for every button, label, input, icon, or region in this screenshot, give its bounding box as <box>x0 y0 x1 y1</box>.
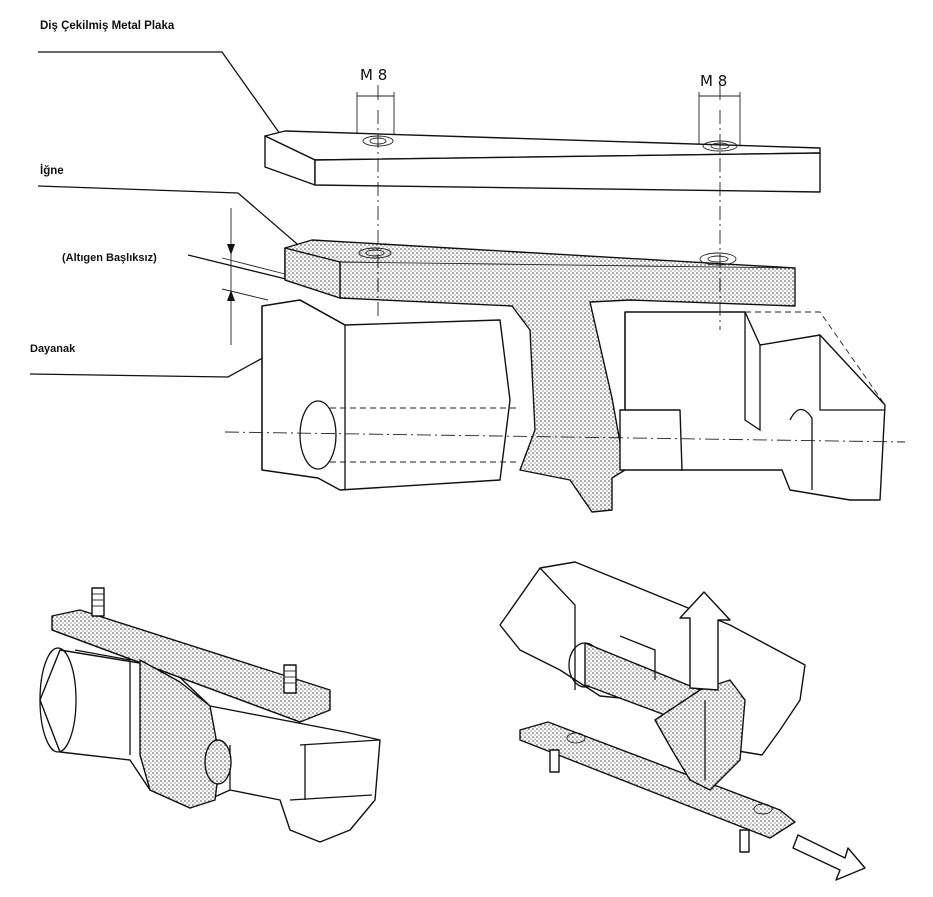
exploded-view <box>29 51 906 513</box>
pin-leader-line <box>37 185 319 263</box>
pin-note-label: (Altıgen Başlıksız) <box>62 252 157 264</box>
plate-label: Diş Çekilmiş Metal Plaka <box>40 20 175 32</box>
thread-size-left: M 8 <box>360 66 388 84</box>
threaded-plate <box>264 130 821 193</box>
stop-housing <box>261 299 886 501</box>
stud-right <box>283 664 297 694</box>
pin-bracket <box>284 239 796 513</box>
pin-label: İğne <box>40 165 64 177</box>
disassembly-view <box>499 561 866 881</box>
thread-size-right: M 8 <box>700 72 728 90</box>
gap-dimension <box>221 208 286 345</box>
pin-note-leader-line <box>187 254 291 281</box>
axis-centerline <box>224 431 906 443</box>
plate-leader-line <box>38 51 291 149</box>
pull-arrow <box>792 834 866 881</box>
lift-arrow <box>679 591 731 691</box>
stud-left <box>91 587 105 617</box>
thread-callout-right <box>698 85 741 147</box>
assembled-view <box>39 587 381 843</box>
stop-label: Dayanak <box>30 343 76 355</box>
